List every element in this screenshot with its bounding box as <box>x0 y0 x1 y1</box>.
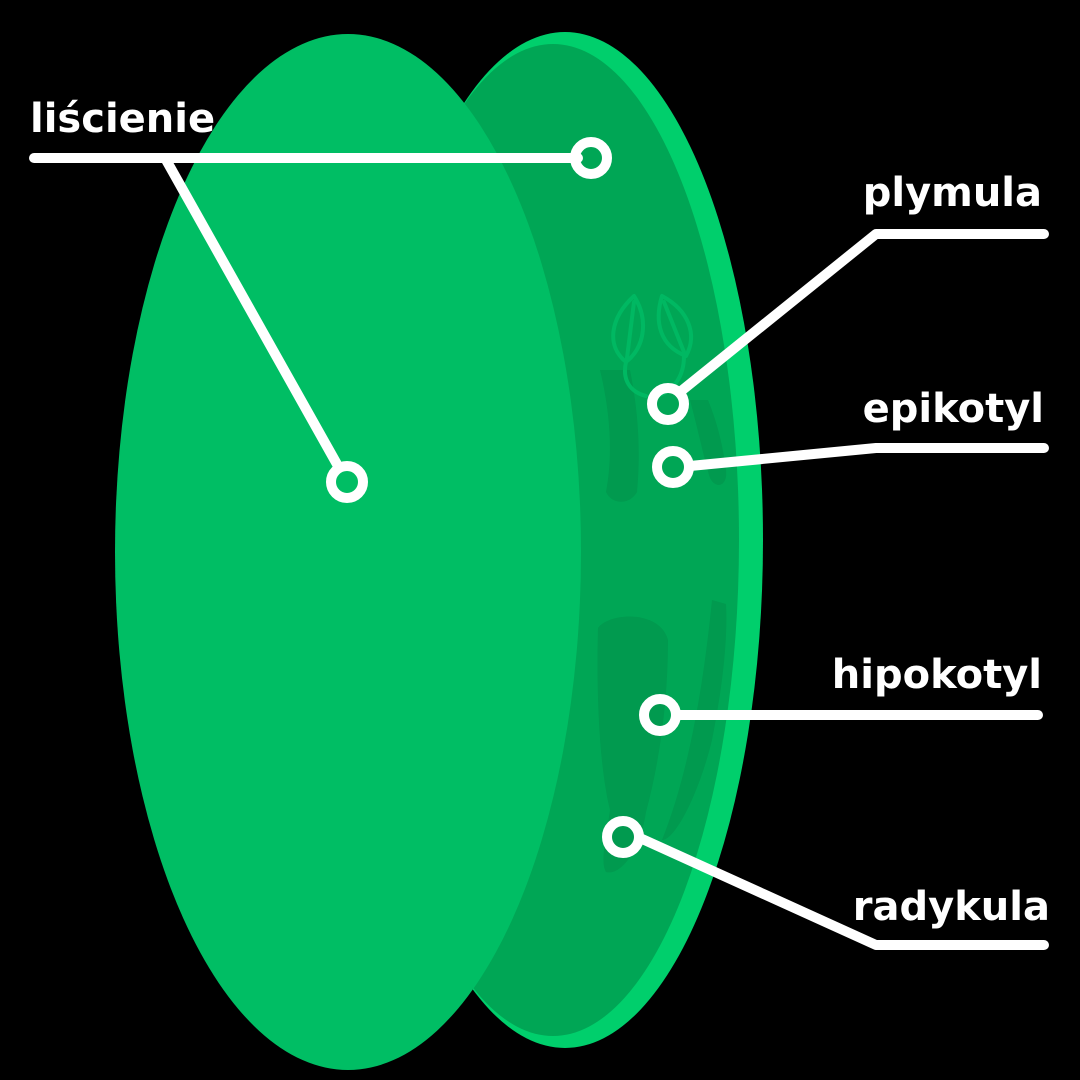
embryo-axis <box>597 370 727 873</box>
epicotyl-channel <box>600 370 639 502</box>
epicotyl-marker <box>652 446 694 488</box>
hypocotyl-label: hipokotyl <box>832 652 1042 698</box>
plumule-leader <box>675 229 1049 397</box>
radicle-label: radykula <box>853 884 1050 930</box>
cotyledons-marker <box>570 137 612 179</box>
hypocotyl-marker <box>639 694 681 736</box>
radicle-channel <box>662 600 727 840</box>
epicotyl-leader <box>685 443 1049 471</box>
cotyledons-label: liścienie <box>30 96 215 142</box>
radicle-marker <box>602 816 644 858</box>
plumule-label: plymula <box>863 170 1042 216</box>
plumule-marker <box>647 383 689 425</box>
leader-lines <box>29 153 1049 950</box>
hypocotyl-channel <box>597 616 668 873</box>
radicle-leader <box>635 833 1049 950</box>
cotyledons-inner-marker <box>326 461 368 503</box>
front-cotyledon <box>115 34 581 1070</box>
epicotyl-label: epikotyl <box>863 386 1044 432</box>
cotyledons-branch-leader <box>160 153 343 471</box>
marker-dots <box>326 137 694 858</box>
